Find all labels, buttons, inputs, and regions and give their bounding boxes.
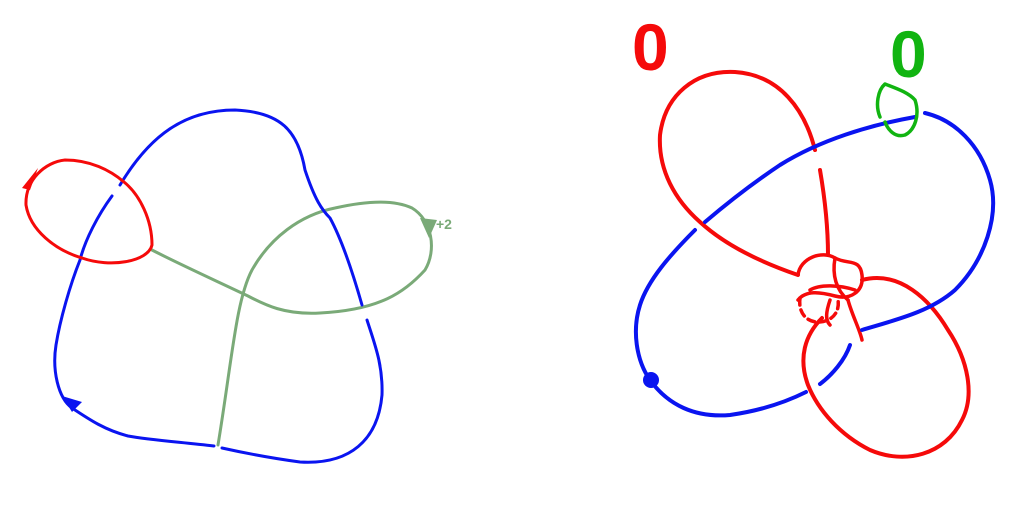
left-diagram: +2 [22, 108, 452, 464]
red-upper-loop [657, 69, 817, 277]
green-framing-label: 0 [890, 17, 927, 91]
blue-right-arc [860, 111, 995, 332]
red-clasp-d [832, 256, 850, 302]
blue-main-diagonal [703, 115, 917, 224]
red-lower-loop [801, 276, 971, 459]
green-loop [875, 82, 919, 138]
right-diagram: 0 0 [632, 10, 995, 459]
blue-arrow-icon [62, 396, 82, 412]
red-clasp-a [796, 253, 864, 302]
red-arrow-icon [22, 168, 38, 190]
sage-arrow-icon [420, 218, 437, 238]
red-upper-loop-b [818, 168, 830, 257]
red-clasp-c [797, 296, 841, 324]
blue-left-arc [633, 228, 808, 418]
blue-loop-lower [53, 194, 384, 464]
left-framing-label: +2 [436, 216, 452, 232]
blue-basepoint-dot-icon [643, 372, 659, 388]
sage-curve [150, 200, 433, 447]
red-loop [24, 158, 154, 265]
red-clasp-b [808, 284, 864, 342]
blue-lower-mid [818, 343, 852, 386]
red-framing-label: 0 [632, 10, 669, 84]
blue-loop-main [118, 108, 364, 307]
